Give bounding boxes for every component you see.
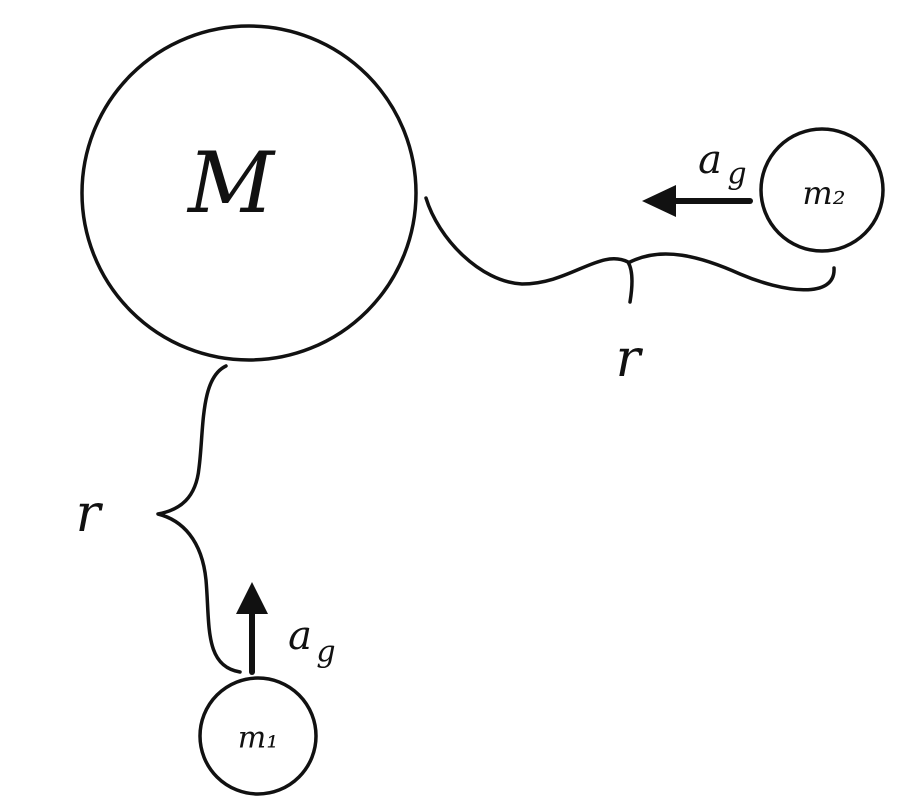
mass-m1-label: m₁ [238,721,278,756]
central-mass: M [80,24,418,362]
acceleration-m2-arrowhead [642,185,676,217]
vertical-distance-label: r [76,484,104,544]
acceleration-arrow-m2: a g [642,137,753,217]
central-mass-circle [80,24,418,362]
horizontal-distance-brace: r [424,196,836,389]
central-mass-label: M [186,134,276,232]
horizontal-brace-path [424,196,836,304]
acceleration-m2-label: a [698,137,722,183]
mass-m2: m₂ [759,127,885,253]
mass-m1: m₁ [198,676,318,796]
mass-m1-circle [198,676,318,796]
acceleration-m1-arrowhead [236,582,268,614]
vertical-brace-path [156,364,242,674]
mass-m2-circle [759,127,885,253]
acceleration-arrow-m1: a g [236,582,336,675]
horizontal-distance-label: r [616,329,644,389]
vertical-distance-brace: r [76,364,242,674]
acceleration-m2-subscript: g [727,157,746,192]
acceleration-m1-label: a [288,613,312,659]
mass-m2-label: m₂ [802,174,845,212]
acceleration-m1-subscript: g [316,635,335,670]
